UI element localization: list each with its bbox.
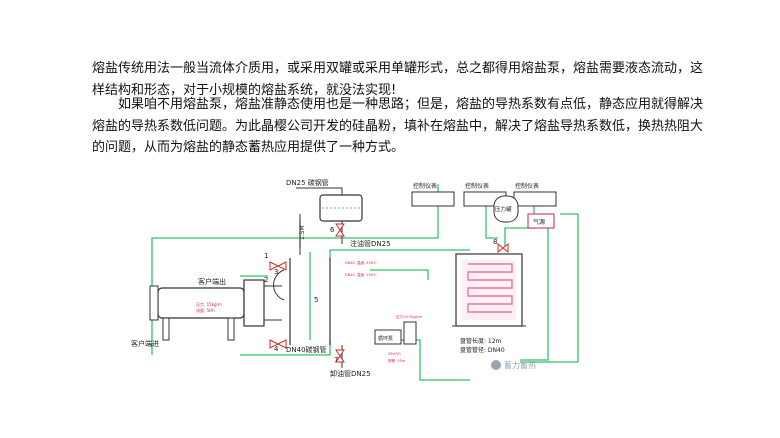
pipe-note-2: DN40, 温度: 150℃ — [345, 272, 377, 277]
num-8: 8 — [493, 238, 497, 246]
num-7: 7 — [334, 356, 338, 364]
pipe-note-1: DN40, 温度: 250℃ — [345, 260, 377, 265]
hx-note-1: 压力: 15kg/m — [196, 301, 222, 307]
circulation-pump — [374, 321, 417, 345]
pressure-tank — [493, 195, 519, 223]
num-3: 3 — [274, 268, 278, 276]
pump-side-2: 扬程: 15m — [388, 358, 406, 363]
pump-label: 循环泵 — [378, 335, 393, 342]
pressure-tank-label: 压力罐 — [495, 205, 512, 213]
paragraph-2: 如果咱不用熔盐泵，熔盐准静态使用也是一种思路；但是，熔盐的导热系数有点低，静态应… — [92, 94, 704, 159]
num-2: 2 — [264, 276, 268, 284]
gas-source — [527, 213, 555, 229]
num-1: 1 — [264, 252, 268, 260]
tank-spec-1: 盘管长度: 12m — [460, 337, 502, 345]
hx-note-2: 流量: 5t/h — [196, 307, 215, 313]
tank-spec-2: 盘管管径: DN40 — [460, 346, 505, 354]
paragraph-1: 熔盐传统用法一般当流体介质用，或采用双罐或采用单罐形式，总之都得用熔盐泵，熔盐需… — [92, 58, 704, 101]
ctrl-1-label: 控制仪表 — [413, 182, 437, 190]
expansion-tank — [319, 194, 363, 222]
ctrl-3-label: 控制仪表 — [515, 182, 539, 190]
paragraph-2-text: 如果咱不用熔盐泵，熔盐准静态使用也是一种思路；但是，熔盐的导热系数有点低，静态应… — [92, 97, 704, 155]
ctrl-2-label: 控制仪表 — [465, 182, 489, 190]
gas-source-label: 气源 — [533, 218, 545, 226]
storage-tank — [452, 253, 526, 327]
paragraph-1-text: 熔盐传统用法一般当流体介质用，或采用双罐或采用单罐形式，总之都得用熔盐泵，熔盐需… — [92, 61, 704, 98]
watermark: 蓄力蓄热 — [491, 360, 536, 370]
num-4: 4 — [274, 345, 279, 353]
watermark-text: 蓄力蓄热 — [504, 360, 536, 370]
heat-exchanger — [149, 279, 282, 341]
main-pipe-label: DN40碳钢管 — [286, 345, 327, 354]
height-label: 1.5M — [299, 225, 306, 240]
num-6: 6 — [330, 226, 335, 234]
valves — [269, 223, 509, 363]
pump-side-1: 25m³/h — [388, 352, 401, 356]
num-5: 5 — [314, 296, 318, 304]
top-pipe-label: DN25 碳钢管 — [286, 178, 329, 187]
drain-pipe-label: 卸油管DN25 — [330, 369, 371, 378]
pump-note: 压力≈2.5kg/cm — [396, 314, 423, 319]
customer-out-label: 客户端出 — [198, 277, 226, 286]
main-pipe-column — [273, 258, 331, 345]
control-instruments — [411, 191, 557, 207]
customer-in-label: 客户端进 — [131, 339, 159, 348]
fill-pipe-label: 注油管DN25 — [350, 239, 391, 248]
